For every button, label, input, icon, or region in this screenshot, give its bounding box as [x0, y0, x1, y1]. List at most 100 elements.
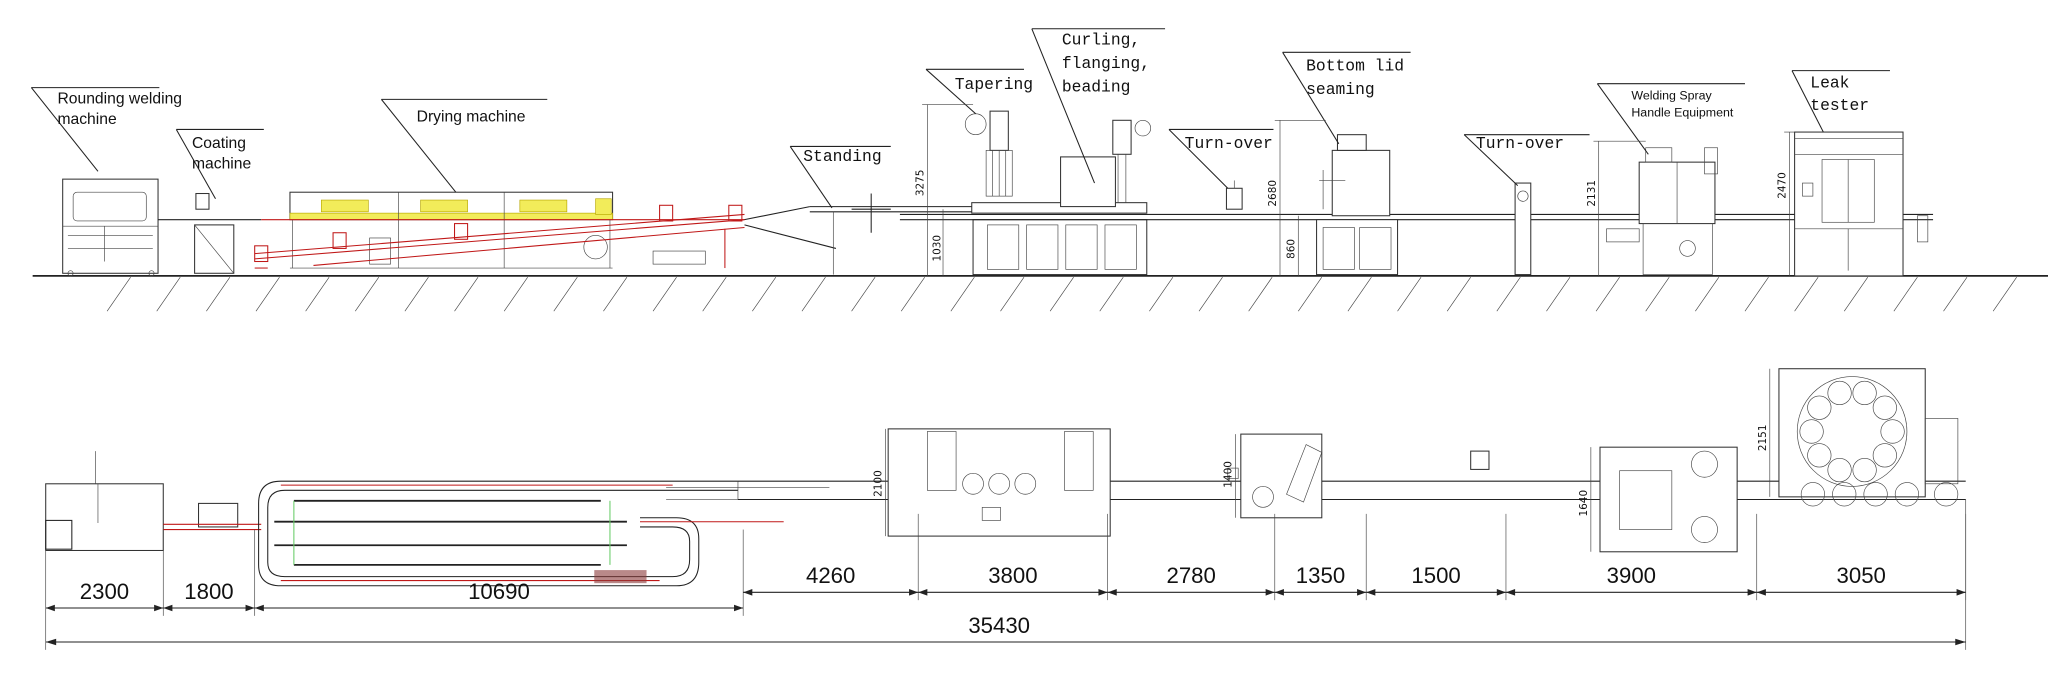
ground-hatching: [106, 277, 2017, 312]
welding-spray-plan: [1599, 446, 1738, 553]
rotary-station: [1880, 419, 1905, 444]
dim-length-2300: 2300: [80, 579, 129, 604]
hatch-line: [702, 277, 727, 312]
label-curling-3: beading: [1062, 78, 1131, 97]
label-drying: Drying machine: [417, 109, 526, 126]
hatch-line: [1397, 277, 1422, 312]
rotary-station: [1807, 395, 1832, 420]
welding-spray-handle-equipment: [1606, 147, 1718, 275]
dim-length-3800: 3800: [988, 563, 1037, 588]
label-welding-spray: Welding Spray: [1631, 88, 1712, 102]
rounding-welding-plan: [45, 451, 164, 552]
hatch-line: [652, 277, 677, 312]
dim-3275: 3275: [914, 170, 926, 197]
hatch-line: [900, 277, 926, 312]
leak-tester-plan: [1778, 368, 1959, 507]
plan-width-dimension-lines: [885, 368, 1771, 552]
dimension-arrow: [163, 604, 255, 612]
leader-lines: [30, 28, 1890, 209]
hatch-line: [603, 277, 628, 312]
dim-1640: 1640: [1578, 490, 1590, 517]
label-rounding-welding: Rounding welding: [57, 90, 182, 107]
rotary-station: [1799, 419, 1824, 444]
bottom-lid-seaming-plan: [1227, 433, 1323, 519]
hatch-line: [106, 277, 131, 312]
side-view: Rounding welding machine Coating machine…: [30, 28, 2048, 312]
turn-over-unit-1: [1225, 180, 1243, 210]
tapering-curling-machine: [899, 110, 1934, 276]
hatch-line: [1893, 277, 1918, 312]
dim-2131: 2131: [1586, 180, 1598, 207]
hatch-line: [305, 277, 330, 312]
dim-1030: 1030: [931, 235, 943, 262]
label-leak-tester-2: tester: [1810, 96, 1869, 115]
height-dimension-lines: [922, 104, 1795, 276]
hatch-line: [851, 277, 876, 312]
hatch-line: [156, 277, 181, 312]
hatch-line: [553, 277, 578, 312]
dim-total-35430: 35430: [968, 613, 1030, 638]
hatch-line: [1645, 277, 1670, 312]
dim-2680: 2680: [1267, 180, 1279, 207]
hatch-line: [801, 277, 826, 312]
hatch-line: [1843, 277, 1869, 312]
rounding-welding-machine: [62, 178, 159, 277]
hatch-line: [1496, 277, 1521, 312]
hatch-line: [950, 277, 975, 312]
hatch-line: [255, 277, 280, 312]
coating-machine: [158, 192, 262, 274]
dim-length-3050: 3050: [1837, 563, 1886, 588]
hatch-line: [1000, 277, 1025, 312]
coating-plan: [163, 502, 262, 531]
hatch-line: [1298, 277, 1323, 312]
label-welding-spray-2: Handle Equipment: [1631, 105, 1734, 119]
rotary-station: [1852, 457, 1877, 483]
standing-conveyor: [744, 193, 974, 275]
turn-over-unit-2: [1514, 182, 1532, 276]
hatch-line: [1744, 277, 1769, 312]
hatch-line: [1149, 277, 1174, 312]
hatch-line: [454, 277, 479, 312]
inclined-red-conveyor: [254, 204, 745, 269]
hatch-line: [1992, 277, 2017, 312]
bottom-lid-seaming-machine: [1316, 134, 1399, 276]
hatch-line: [1049, 277, 1074, 312]
leak-tester-machine: [1794, 131, 1929, 277]
label-bottom-lid: Bottom lid: [1306, 57, 1404, 76]
hatch-line: [752, 277, 777, 312]
hatch-line: [1595, 277, 1620, 312]
dim-2151: 2151: [1757, 425, 1769, 452]
hatch-line: [503, 277, 528, 312]
rotary-station: [1852, 380, 1877, 406]
drying-machine: [254, 191, 745, 269]
hatch-line: [1198, 277, 1223, 312]
label-curling-2: flanging,: [1062, 54, 1150, 73]
rotary-station: [1872, 443, 1897, 468]
dim-860: 860: [1285, 239, 1297, 259]
dim-2100: 2100: [873, 470, 885, 497]
label-coating-2: machine: [192, 156, 251, 173]
label-rounding-welding-2: machine: [57, 111, 116, 128]
rotary-station: [1827, 457, 1852, 483]
label-turn-over-2: Turn-over: [1476, 134, 1564, 153]
label-curling: Curling,: [1062, 30, 1140, 49]
label-leak-tester: Leak: [1810, 74, 1849, 93]
hatch-line: [404, 277, 429, 312]
hatch-line: [1248, 277, 1273, 312]
rotary-station: [1807, 443, 1832, 468]
hatch-line: [1695, 277, 1720, 312]
hatch-line: [1446, 277, 1471, 312]
hatch-line: [1546, 277, 1571, 312]
total-length-dimension: 35430: [45, 499, 1967, 650]
tapering-curling-plan: [887, 428, 1111, 537]
hatch-line: [1099, 277, 1124, 312]
dim-length-2780: 2780: [1166, 563, 1215, 588]
hatch-line: [1943, 277, 1968, 312]
drying-loop-conveyor-plan: [258, 480, 830, 587]
dimension-arrow: [1274, 589, 1367, 596]
dim-length-4260: 4260: [806, 563, 855, 588]
label-tapering: Tapering: [955, 75, 1033, 94]
dim-1400: 1400: [1223, 461, 1235, 488]
